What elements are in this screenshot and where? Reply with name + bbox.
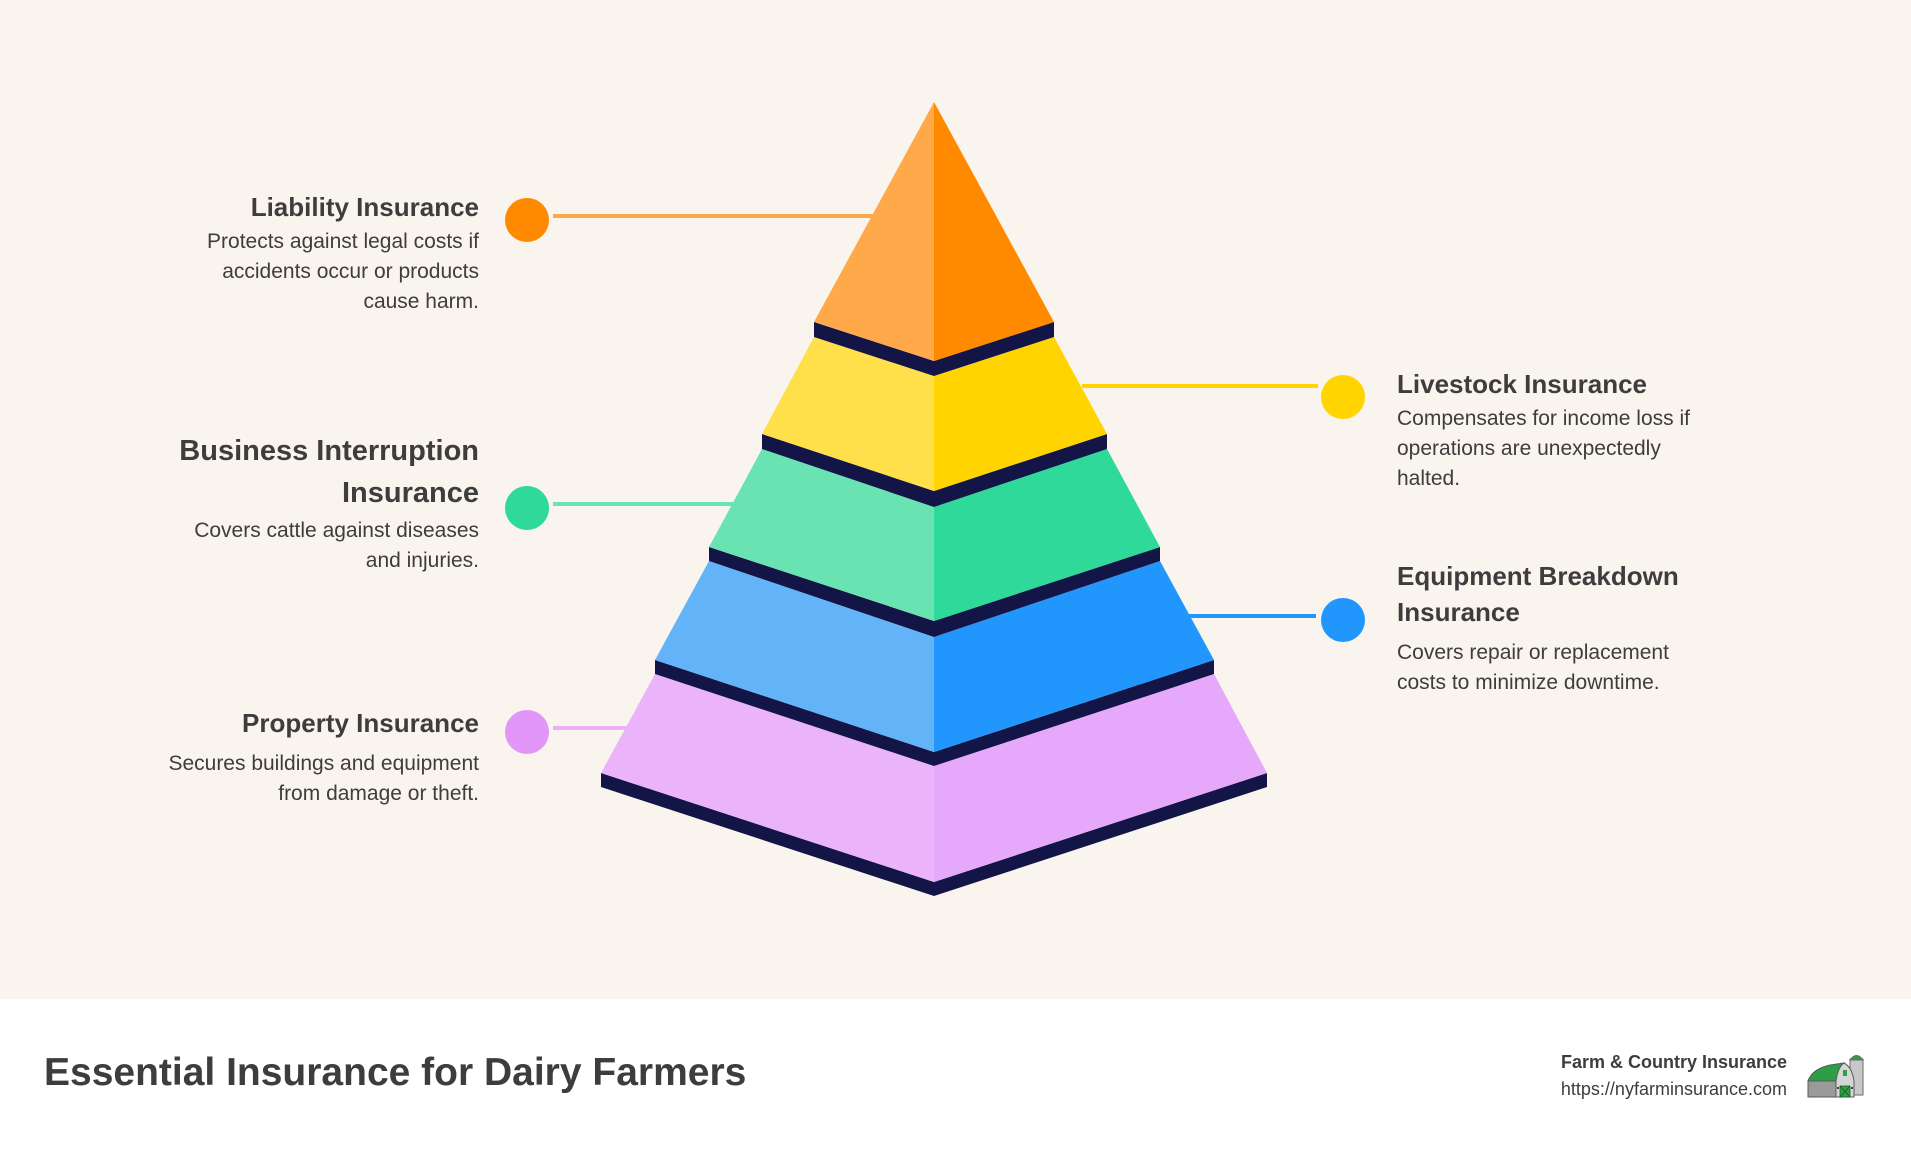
liability-connector-line bbox=[553, 214, 879, 218]
insurance-pyramid bbox=[553, 102, 1318, 896]
livestock-title: Livestock Insurance bbox=[1397, 369, 1647, 399]
equipment-dot bbox=[1321, 598, 1365, 642]
pyramid-layer-equipment bbox=[655, 561, 1214, 766]
livestock-desc-line: Compensates for income loss if bbox=[1397, 407, 1690, 430]
property-title: Property Insurance bbox=[242, 708, 479, 738]
business-title-line: Business Interruption bbox=[179, 435, 479, 467]
liability-desc-line: accidents occur or products bbox=[222, 260, 479, 283]
pyramid-layer-liability bbox=[814, 102, 1054, 376]
property-dot bbox=[505, 710, 549, 754]
property-desc-line: from damage or theft. bbox=[278, 782, 479, 805]
equipment-label: Equipment Breakdown Insurance Covers rep… bbox=[1397, 558, 1797, 698]
liability-label: Liability Insurance Protects against leg… bbox=[119, 189, 479, 317]
property-label: Property Insurance Secures buildings and… bbox=[79, 705, 479, 809]
livestock-dot bbox=[1321, 375, 1365, 419]
equipment-desc-line: Covers repair or replacement bbox=[1397, 641, 1669, 664]
business-dot bbox=[505, 486, 549, 530]
property-desc-line: Secures buildings and equipment bbox=[168, 752, 479, 775]
liability-desc-line: cause harm. bbox=[363, 290, 479, 313]
pyramid-layer-property bbox=[601, 674, 1267, 896]
livestock-label: Livestock Insurance Compensates for inco… bbox=[1397, 366, 1797, 494]
liability-desc-line: Protects against legal costs if bbox=[207, 230, 479, 253]
infographic-title: Essential Insurance for Dairy Farmers bbox=[44, 1051, 747, 1094]
livestock-connector-line bbox=[1082, 384, 1318, 388]
barn-icon bbox=[1807, 1055, 1864, 1098]
business-connector-line bbox=[553, 502, 739, 506]
business-desc-line: and injuries. bbox=[365, 549, 479, 572]
livestock-desc-line: operations are unexpectedly bbox=[1397, 437, 1661, 460]
business-title-line: Insurance bbox=[342, 477, 479, 509]
equipment-desc-line: costs to minimize downtime. bbox=[1397, 671, 1660, 694]
brand-url-link[interactable]: https://nyfarminsurance.com bbox=[1560, 1079, 1787, 1099]
property-connector-line bbox=[553, 726, 629, 730]
brand-block: Farm & Country Insurance https://nyfarmi… bbox=[1561, 1049, 1787, 1103]
livestock-desc-line: halted. bbox=[1397, 467, 1461, 490]
infographic-canvas: Liability Insurance Protects against leg… bbox=[0, 0, 1911, 999]
pyramid-layer-business bbox=[709, 449, 1160, 637]
equipment-title-line: Equipment Breakdown bbox=[1397, 561, 1679, 591]
business-desc-line: Covers cattle against diseases bbox=[194, 519, 479, 542]
equipment-connector-line bbox=[1189, 614, 1316, 618]
footer: Essential Insurance for Dairy Farmers Fa… bbox=[0, 999, 1911, 1160]
equipment-title-line: Insurance bbox=[1397, 597, 1520, 627]
brand-name: Farm & Country Insurance bbox=[1560, 1052, 1787, 1072]
liability-title: Liability Insurance bbox=[250, 192, 479, 222]
business-label: Business Interruption Insurance Covers c… bbox=[79, 430, 479, 576]
pyramid-layer-livestock bbox=[762, 337, 1107, 507]
liability-dot bbox=[505, 198, 549, 242]
